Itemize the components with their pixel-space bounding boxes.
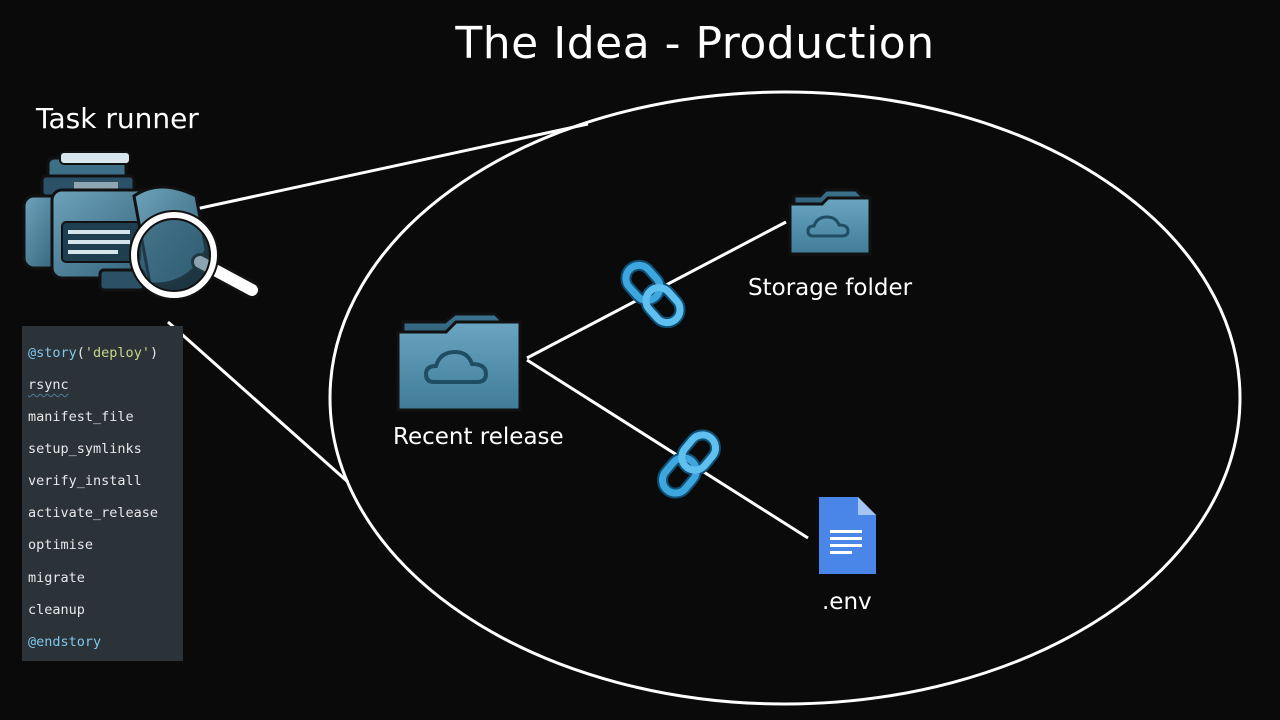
- code-task-line: setup_symlinks: [28, 441, 142, 457]
- recent-release-label: Recent release: [393, 424, 564, 450]
- production-ellipse: [328, 90, 1242, 706]
- deploy-story-code: @story('deploy') rsync manifest_file set…: [22, 326, 183, 661]
- code-task-line: optimise: [28, 537, 94, 553]
- zoom-line-bottom: [167, 320, 349, 484]
- code-task-line: rsync: [28, 377, 69, 393]
- zoom-line-top: [181, 122, 589, 214]
- chain-link-icon: [620, 259, 686, 329]
- code-story-arg: 'deploy': [84, 345, 150, 361]
- code-task-line: migrate: [28, 570, 85, 586]
- task-runner-label: Task runner: [36, 102, 199, 135]
- code-endstory-line: @endstory: [28, 634, 102, 650]
- link-line-env: [526, 358, 809, 540]
- robot-magnifier-icon: [22, 151, 261, 300]
- code-task-line: activate_release: [28, 505, 159, 521]
- recent-release-folder-icon: [396, 312, 522, 412]
- code-task-line: manifest_file: [28, 409, 134, 425]
- env-file-label: .env: [822, 589, 872, 615]
- slide-title: The Idea - Production: [455, 18, 935, 69]
- env-document-icon: [819, 497, 876, 574]
- storage-folder-label: Storage folder: [748, 275, 913, 301]
- code-story-line: @story('deploy'): [28, 345, 159, 361]
- code-task-line: cleanup: [28, 602, 85, 618]
- code-task-line: verify_install: [28, 473, 142, 489]
- storage-folder-icon: [788, 188, 872, 256]
- code-story-keyword: @story: [28, 345, 77, 361]
- chain-link-icon: [657, 429, 721, 499]
